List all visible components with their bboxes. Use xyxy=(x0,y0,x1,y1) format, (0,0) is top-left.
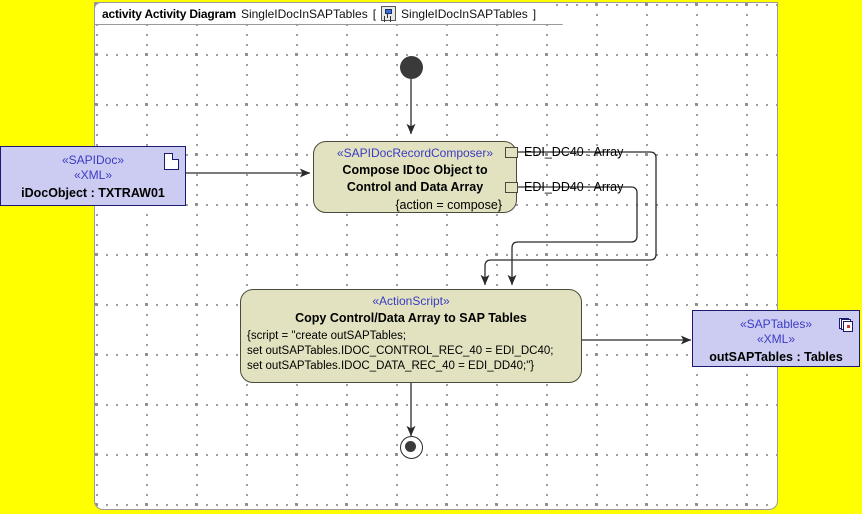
idocobject-label: iDocObject : TXTRAW01 xyxy=(21,186,165,200)
frame-keyword: activity Activity Diagram xyxy=(102,6,236,21)
output-pin-edi-dc40[interactable] xyxy=(505,147,518,158)
idocobject-stereotype-xml: «XML» xyxy=(73,168,113,182)
frame-header-tab: activity Activity Diagram SingleIDocInSA… xyxy=(94,2,563,25)
frame-bracket-close: ] xyxy=(532,6,537,21)
action-node-compose[interactable]: «SAPIDocRecordComposer» Compose IDoc Obj… xyxy=(313,141,517,213)
frame-bracket-open: [ xyxy=(372,6,377,21)
output-pin-edi-dd40[interactable] xyxy=(505,182,518,193)
outsaptables-label: outSAPTables : Tables xyxy=(709,350,843,364)
object-node-outsaptables[interactable]: «SAPTables» «XML» outSAPTables : Tables xyxy=(692,310,860,367)
frame-diagram-ref: SingleIDocInSAPTables xyxy=(401,6,528,21)
compose-title-line1: Compose IDoc Object to xyxy=(342,163,488,177)
script-body-line3: set outSAPTables.IDOC_DATA_REC_40 = EDI_… xyxy=(247,360,535,372)
script-body-line2: set outSAPTables.IDOC_CONTROL_REC_40 = E… xyxy=(247,345,554,357)
compose-title-line2: Control and Data Array xyxy=(346,180,484,194)
flow-edi-dd40-to-script xyxy=(507,186,638,286)
compose-stereotype: «SAPIDocRecordComposer» xyxy=(336,146,494,160)
script-body-line1: {script = "create outSAPTables; xyxy=(247,330,407,342)
object-node-idocobject[interactable]: «SAPIDoc» «XML» iDocObject : TXTRAW01 xyxy=(0,146,186,206)
outsaptables-stereotype-xml: «XML» xyxy=(756,332,796,346)
activity-diagram-icon xyxy=(381,6,396,21)
compose-constraint: {action = compose} xyxy=(395,198,502,212)
outsaptables-stereotype-saptables: «SAPTables» xyxy=(739,317,813,331)
output-pin-edi-dc40-label: EDI_DC40 : Array xyxy=(524,145,624,159)
document-icon xyxy=(164,153,179,170)
idocobject-stereotype-sapidoc: «SAPIDoc» xyxy=(61,153,125,167)
frame-diagram-name: SingleIDocInSAPTables xyxy=(240,6,368,21)
initial-node[interactable] xyxy=(400,56,423,79)
stacked-pages-icon xyxy=(839,318,853,332)
script-stereotype: «ActionScript» xyxy=(372,294,450,308)
action-node-copy-to-sap-tables[interactable]: «ActionScript» Copy Control/Data Array t… xyxy=(240,289,582,383)
activity-final-node[interactable] xyxy=(400,436,423,459)
script-title: Copy Control/Data Array to SAP Tables xyxy=(295,311,527,325)
output-pin-edi-dd40-label: EDI_DD40 : Array xyxy=(524,180,624,194)
